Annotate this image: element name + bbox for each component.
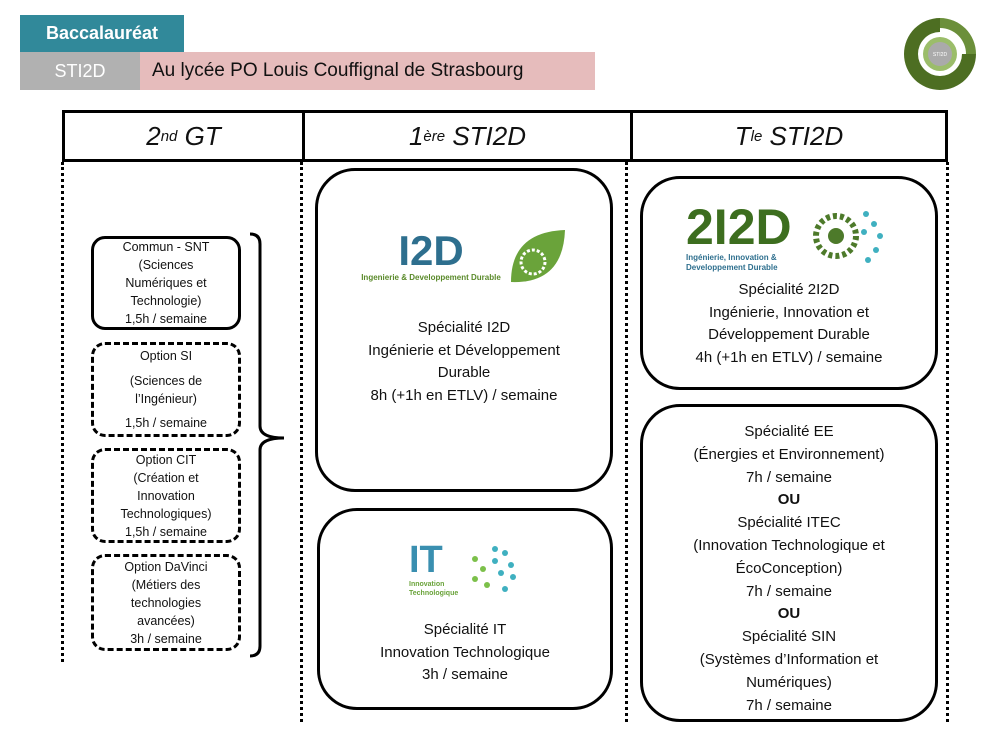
box-line: Spécialité ITEC (737, 514, 841, 532)
divider (625, 162, 628, 722)
divider (61, 162, 64, 662)
box-line: 8h (+1h en ETLV) / semaine (370, 386, 558, 404)
box-line: technologies (130, 595, 202, 610)
box-line: Spécialité 2I2D (738, 281, 840, 298)
brace-icon (249, 232, 285, 658)
box-line: l’Ingénieur) (135, 391, 197, 406)
col-text: T (734, 120, 751, 151)
box-line: Option DaVinci (124, 559, 208, 574)
divider (300, 162, 303, 722)
face-dots-icon (472, 546, 516, 592)
col-text: 2 (146, 120, 161, 151)
gear-face-icon (813, 211, 883, 263)
bac-label: Baccalauréat (20, 15, 184, 52)
box-line: Option SI (139, 349, 193, 363)
box-line: (Sciences (138, 258, 194, 272)
box-line: 1,5h / semaine (125, 524, 207, 539)
box-line: Technologiques) (120, 506, 212, 521)
box-line: Numériques et (125, 276, 207, 290)
box-line: 3h / semaine (130, 631, 202, 646)
box-line: Spécialité SIN (741, 628, 837, 646)
box-line: Ingénierie et Développement (368, 341, 560, 359)
box-line: 7h / semaine (746, 468, 832, 486)
col-sup: ère (423, 127, 446, 145)
sti2d-logo: STI2D (904, 18, 976, 90)
leaf-icon (510, 230, 565, 283)
logo-text: STI2D (933, 52, 948, 58)
box-line: 1,5h / semaine (125, 416, 207, 430)
box-line: Spécialité IT (423, 621, 507, 638)
box-line: Développement Durable (708, 326, 870, 343)
box-line: 4h (+1h en ETLV) / semaine (695, 348, 883, 366)
box-line: Durable (437, 364, 491, 381)
or-label: OU (777, 605, 801, 623)
box-line: Numériques) (746, 673, 832, 691)
seconde-davinci-box: Option DaVinci (Métiers des technologies av… (91, 554, 241, 651)
school-subtitle: Au lycée PO Louis Couffignal de Strasbou… (140, 52, 595, 90)
col-sup: le (750, 127, 763, 145)
col-text: GT (177, 120, 221, 151)
box-line: (Énergies et Environnement) (693, 445, 885, 463)
box-line: 7h / semaine (746, 582, 832, 600)
box-line: 3h / semaine (422, 666, 508, 683)
divider (946, 162, 949, 722)
box-line: Option CIT (135, 452, 197, 467)
box-line: (Systèmes d’Information et (699, 650, 879, 668)
box-line: 7h / semaine (746, 696, 832, 714)
terminale-specialites-box: Spécialité EE (Énergies et Environnement… (640, 404, 938, 722)
box-line: Innovation Technologique (380, 643, 550, 661)
box-line: (Sciences de (129, 373, 203, 388)
col-text: 1 (408, 120, 424, 151)
box-line: ÉcoConception) (735, 559, 843, 577)
sti2d-tag: STI2D (20, 52, 140, 90)
col-text: STI2D (445, 120, 527, 151)
box-line: (Innovation Technologique et (693, 536, 885, 554)
col-sup: nd (160, 127, 178, 145)
box-line: Spécialité EE (744, 423, 834, 440)
box-line: Spécialité I2D (417, 319, 511, 336)
box-line: avancées) (137, 613, 195, 628)
box-line: (Création et (133, 470, 199, 485)
box-line: Technologie) (130, 294, 202, 308)
box-line: Ingénierie, Innovation et (708, 303, 870, 321)
box-line: Commun - SNT (122, 240, 210, 254)
box-line: Innovation (137, 488, 195, 503)
or-label: OU (777, 491, 801, 509)
col-text: STI2D (762, 120, 844, 151)
box-line: (Métiers des (131, 577, 201, 592)
box-line: 1,5h / semaine (125, 312, 207, 326)
seconde-si-box: Option SI (Sciences de l’Ingénieur) 1,5h / … (91, 342, 241, 437)
